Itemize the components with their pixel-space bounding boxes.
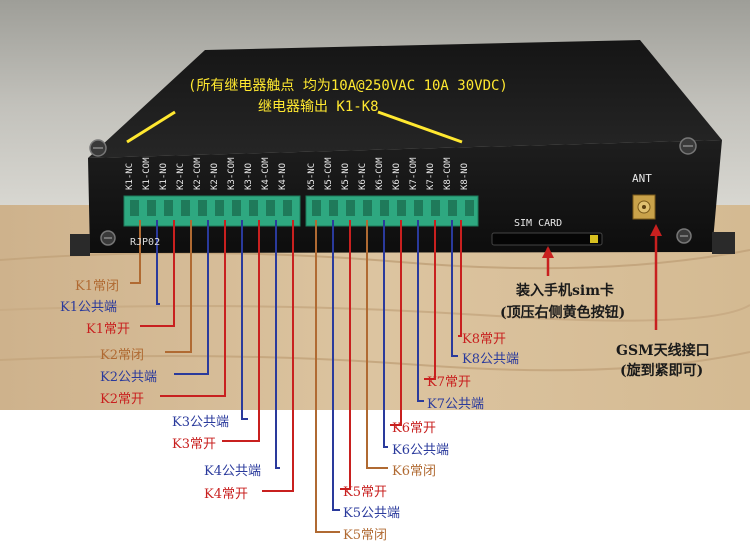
header-line-2: 继电器输出 K1-K8 bbox=[258, 99, 379, 115]
channel-label: K4公共端 bbox=[204, 464, 261, 479]
white-area bbox=[0, 410, 750, 550]
pin-label: K7-NO bbox=[426, 162, 436, 190]
terminal-screws bbox=[130, 200, 474, 216]
channel-label: K2公共端 bbox=[100, 370, 157, 385]
channel-label: K1公共端 bbox=[60, 300, 117, 315]
channel-label: K6公共端 bbox=[392, 443, 449, 458]
pin-label: K4-NO bbox=[278, 162, 288, 190]
channel-label: K2常闭 bbox=[100, 348, 144, 363]
channel-label: K5常闭 bbox=[343, 528, 387, 543]
pin-label: K2-COM bbox=[193, 157, 203, 190]
pin-label: K6-NC bbox=[358, 162, 368, 190]
channel-label: K3公共端 bbox=[172, 415, 229, 430]
gsm-annotation-1: GSM天线接口 bbox=[616, 343, 710, 359]
channel-label: K6常开 bbox=[392, 421, 436, 436]
pin-label: K3-NO bbox=[244, 162, 254, 190]
channel-label: K7公共端 bbox=[427, 397, 484, 412]
sim-annotation-1: 装入手机sim卡 bbox=[516, 283, 615, 299]
header-line-1: (所有继电器触点 均为10A@250VAC 10A 30VDC) bbox=[188, 78, 508, 94]
pin-label: K2-NC bbox=[176, 162, 186, 190]
channel-label: K3常开 bbox=[172, 437, 216, 452]
pin-label: K5-NO bbox=[341, 162, 351, 190]
channel-label: K5公共端 bbox=[343, 506, 400, 521]
pin-label: K5-COM bbox=[324, 157, 334, 190]
pin-label: K2-NO bbox=[210, 162, 220, 190]
channel-label: K8公共端 bbox=[462, 352, 519, 367]
channel-label: K8常开 bbox=[462, 332, 506, 347]
pin-label: K6-NO bbox=[392, 162, 402, 190]
sim-card-slot bbox=[491, 232, 603, 246]
channel-label: K7常开 bbox=[427, 375, 471, 390]
pin-label: K7-COM bbox=[409, 157, 419, 190]
pin-label: K3-COM bbox=[227, 157, 237, 190]
pin-label: K8-NO bbox=[460, 162, 470, 190]
pin-label: K1-NO bbox=[159, 162, 169, 190]
pin-label: K1-COM bbox=[142, 157, 152, 190]
ant-label: ANT bbox=[632, 172, 652, 185]
channel-label: K6常闭 bbox=[392, 464, 436, 479]
pin-label: K1-NC bbox=[125, 162, 135, 190]
pin-label: K4-COM bbox=[261, 157, 271, 190]
channel-label: K1常开 bbox=[86, 322, 130, 337]
sim-card-label: SIM CARD bbox=[514, 218, 563, 229]
pin-label: K5-NC bbox=[307, 162, 317, 190]
model-label: RJP02 bbox=[130, 237, 161, 248]
gsm-annotation-2: (旋到紧即可) bbox=[620, 363, 704, 379]
channel-label: K5常开 bbox=[343, 485, 387, 500]
device-top bbox=[88, 40, 722, 158]
pin-label: K6-COM bbox=[375, 157, 385, 190]
channel-label: K2常开 bbox=[100, 392, 144, 407]
channel-label: K4常开 bbox=[204, 487, 248, 502]
pin-label: K8-COM bbox=[443, 157, 453, 190]
sim-annotation-2: (顶压右侧黄色按钮) bbox=[500, 305, 626, 321]
channel-label: K1常闭 bbox=[75, 279, 119, 294]
